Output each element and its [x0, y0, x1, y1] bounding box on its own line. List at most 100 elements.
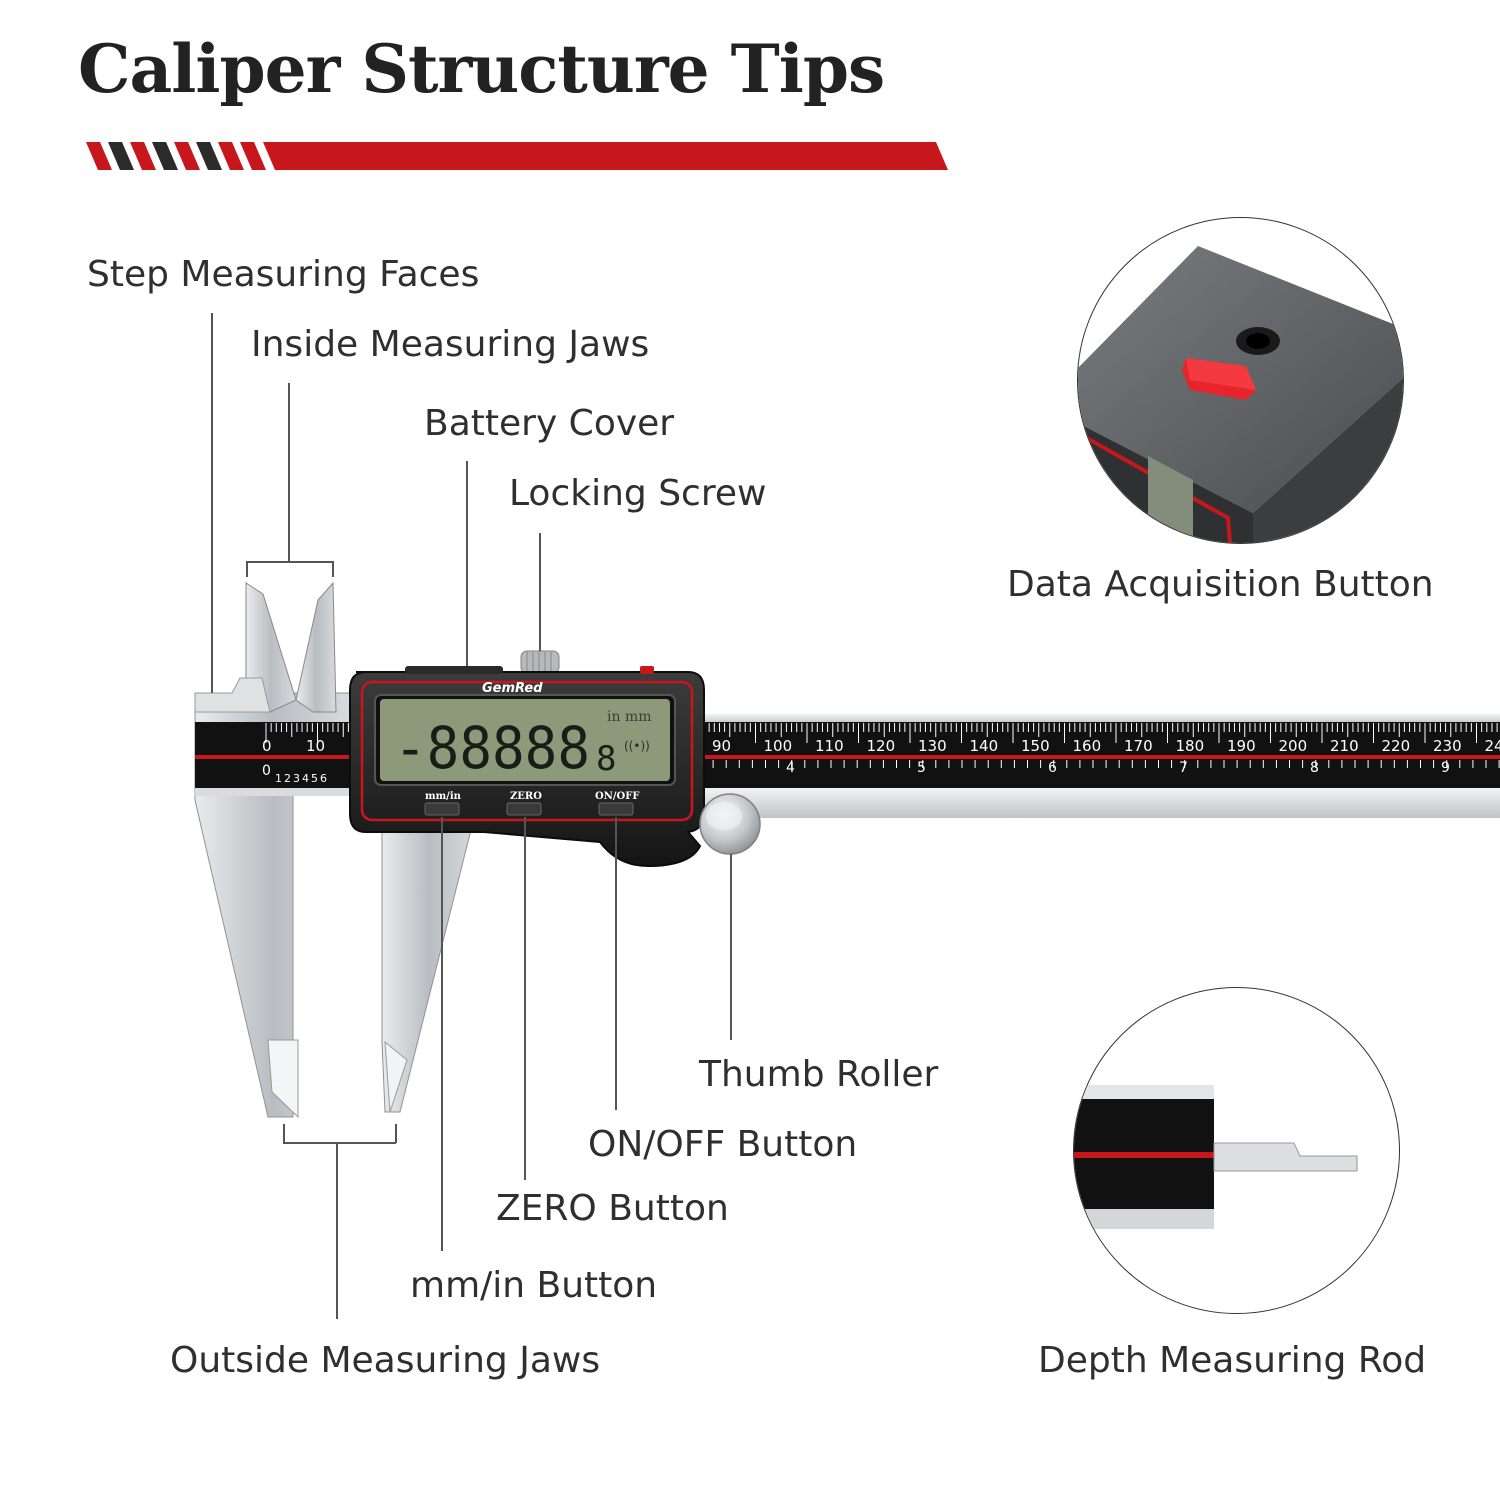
bracket-outside-jaws-right	[395, 1124, 397, 1143]
beam-mm-label: 130	[918, 737, 947, 755]
lcd-screen	[380, 699, 670, 781]
zero-button	[506, 802, 542, 816]
label-data-acquisition-button: Data Acquisition Button	[1007, 564, 1434, 605]
btn-onoff-label: ON/OFF	[595, 791, 639, 802]
depth-rod	[1213, 1142, 1358, 1172]
stripe-dash	[240, 142, 266, 170]
lcd-corner	[1148, 456, 1193, 543]
leader-thumb-roller	[730, 854, 732, 1040]
label-step-measuring-faces: Step Measuring Faces	[87, 254, 480, 295]
beam-mm-label: 220	[1382, 737, 1411, 755]
beam-mm-labels: 90 100 110 120 130 140 150 160 170 180 190 200 210 22…	[712, 737, 1500, 755]
beam-inch-label: 6	[1048, 760, 1057, 776]
beam-bottom-strip	[700, 788, 1500, 818]
beam-mm-label: 210	[1330, 737, 1359, 755]
fixed-jaw-bottom-strip	[195, 788, 350, 796]
label-battery-cover: Battery Cover	[424, 403, 675, 444]
leader-inside-jaws	[288, 383, 290, 561]
lcd-units: in mm	[607, 709, 652, 725]
outside-jaw-tip	[384, 1040, 408, 1113]
left-inch-digits: 123456	[275, 772, 329, 785]
leader-step-faces	[211, 313, 213, 693]
bracket-outside-jaws-left	[283, 1124, 285, 1143]
brand-logo: GemRed	[482, 681, 543, 696]
depth-beam-red-line	[1074, 1152, 1214, 1158]
beam-inch-label: 8	[1310, 760, 1319, 776]
left-mm-label-0: 0	[262, 737, 272, 755]
beam-mm-label: 190	[1227, 737, 1256, 755]
beam-mm-label: 160	[1073, 737, 1102, 755]
beam-inch-label: 4	[786, 760, 795, 776]
label-zero-button: ZERO Button	[496, 1188, 729, 1229]
beam-ticks	[699, 723, 1500, 768]
mmin-button	[424, 802, 460, 816]
detail-data-button-drawing	[1078, 246, 1403, 543]
leader-mmin-button	[441, 817, 443, 1251]
bracket-inside-jaws-right	[332, 561, 334, 577]
beam-mm-label: 180	[1176, 737, 1205, 755]
beam-mm-label: 200	[1279, 737, 1308, 755]
stripe-dash	[196, 142, 222, 170]
stripe-dash	[130, 142, 156, 170]
fixed-jaw-ticks	[265, 723, 349, 743]
beam-mm-label: 100	[764, 737, 793, 755]
beam-mm-label: 140	[970, 737, 999, 755]
beam-mm-label: 110	[815, 737, 844, 755]
label-outside-measuring-jaws: Outside Measuring Jaws	[170, 1340, 601, 1381]
label-depth-measuring-rod: Depth Measuring Rod	[1038, 1340, 1427, 1381]
beam-mm-label: 170	[1124, 737, 1153, 755]
beam-inch-labels: 4 5 6 7 8 9	[786, 760, 1450, 776]
detail-depth-rod-drawing	[1074, 1085, 1358, 1229]
beam-mm-label: 150	[1021, 737, 1050, 755]
data-button-mini	[640, 666, 654, 674]
beam-top-edge	[700, 714, 1500, 724]
btn-mmin-label: mm/in	[425, 791, 462, 802]
depth-beam-bottom-strip	[1074, 1209, 1214, 1229]
depth-beam-top-strip	[1074, 1085, 1214, 1099]
leader-locking-screw	[539, 533, 541, 651]
leader-onoff-button	[615, 817, 617, 1110]
left-inch-zero-label: 0	[262, 763, 271, 779]
left-mm-label-10: 10	[306, 737, 325, 755]
beam-mm-label: 90	[712, 737, 731, 755]
step-face	[194, 677, 271, 713]
slider-red-frame	[360, 680, 694, 822]
label-onoff-button: ON/OFF Button	[588, 1124, 858, 1165]
label-inside-measuring-jaws: Inside Measuring Jaws	[251, 324, 650, 365]
inside-jaw-moving	[295, 581, 337, 713]
leader-zero-button	[524, 817, 526, 1180]
stripe-bar	[263, 142, 948, 170]
beam-mm-label: 230	[1433, 737, 1462, 755]
stripe-dash	[86, 142, 112, 170]
lcd-reading: -88888	[394, 714, 590, 782]
leader-outside-jaws	[336, 1142, 338, 1319]
bracket-outside-jaws	[283, 1142, 396, 1144]
lcd-signal: ((•))	[624, 739, 650, 753]
beam-red-line	[700, 755, 1500, 759]
fixed-jaw-tip	[267, 1039, 299, 1119]
detail-circle-depth-rod	[1073, 987, 1400, 1314]
beam-inch-label: 9	[1441, 760, 1450, 776]
beam-mm-label: 240	[1485, 737, 1500, 755]
onoff-button	[598, 802, 634, 816]
fixed-jaw-red-line	[195, 755, 350, 759]
beam-mm-label: 120	[867, 737, 896, 755]
beam-inch-label: 7	[1179, 760, 1188, 776]
detail-circle-data-button	[1077, 217, 1404, 544]
label-thumb-roller: Thumb Roller	[699, 1054, 939, 1095]
bracket-inside-jaws	[246, 561, 333, 563]
title-stripe	[86, 142, 948, 170]
battery-cover	[405, 666, 503, 674]
label-mmin-button: mm/in Button	[410, 1265, 658, 1306]
leader-battery-cover	[466, 461, 468, 666]
btn-zero-label: ZERO	[510, 791, 542, 802]
stripe-dash	[152, 142, 178, 170]
stripe-dash	[218, 142, 244, 170]
stripe-dash	[108, 142, 134, 170]
red-trim	[1078, 431, 1232, 543]
stripe-dash	[174, 142, 200, 170]
beam-inch-label: 5	[917, 760, 926, 776]
lcd-small-digit: 8	[596, 739, 616, 779]
page-title: Caliper Structure Tips	[78, 30, 885, 108]
